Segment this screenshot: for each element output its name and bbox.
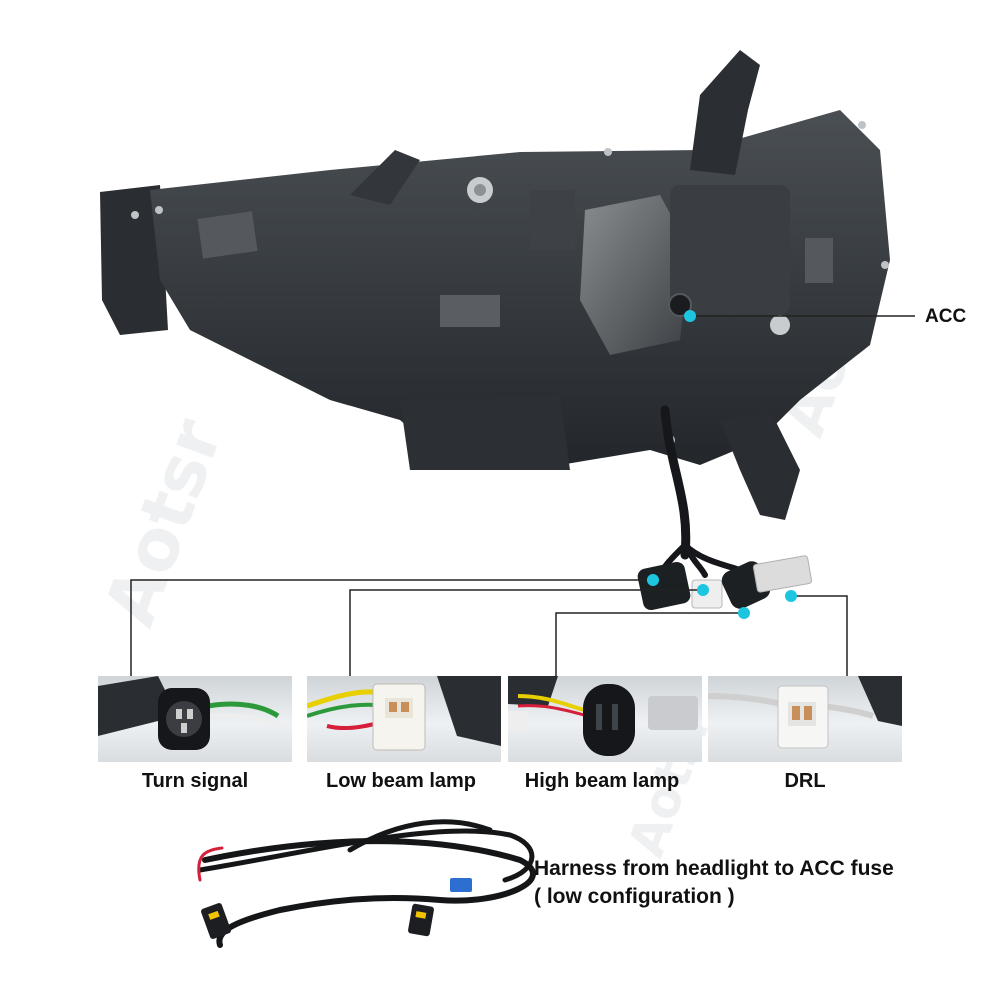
callout-lines xyxy=(130,315,915,676)
low-dot xyxy=(697,584,709,596)
callout-dots xyxy=(647,310,797,619)
high-dot xyxy=(738,607,750,619)
drl-label: DRL xyxy=(784,770,826,792)
acc-label: ACC xyxy=(925,306,967,327)
turn-signal-label: Turn signal xyxy=(141,770,249,792)
drl-dot xyxy=(785,590,797,602)
harness-subtitle: ( low configuration ) xyxy=(534,885,735,908)
low-beam-connector-photo xyxy=(307,676,501,762)
turn-signal-connector-photo xyxy=(98,676,292,762)
turn-dot xyxy=(647,574,659,586)
low-beam-label: Low beam lamp xyxy=(325,770,477,792)
fuse-harness-plugs xyxy=(201,878,472,939)
harness-title: Harness from headlight to ACC fuse xyxy=(534,857,894,880)
drl-connector-photo xyxy=(708,676,902,762)
fuse-harness-cable xyxy=(197,819,536,948)
harness-connectors xyxy=(637,555,813,611)
headlight-housing xyxy=(100,50,890,520)
acc-dot xyxy=(684,310,696,322)
high-beam-connector-photo xyxy=(508,676,702,762)
high-beam-label: High beam lamp xyxy=(524,770,680,792)
svg-text:Aotsr: Aotsr xyxy=(89,408,239,636)
